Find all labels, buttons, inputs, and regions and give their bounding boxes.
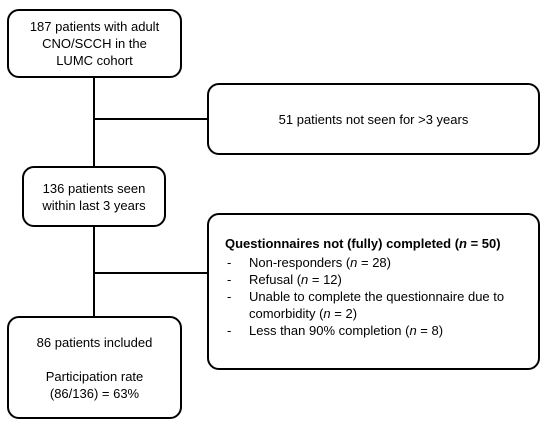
exclusion-reasons-list: Non-responders (n = 28) Refusal (n = 12)…	[225, 254, 526, 339]
not-seen-text: 51 patients not seen for >3 years	[278, 111, 469, 127]
excluded-title: Questionnaires not (fully) completed (n …	[225, 235, 526, 252]
seen-box: 136 patients seen within last 3 years	[22, 166, 166, 227]
seen-line-1: 136 patients seen	[42, 180, 146, 196]
excluded-title-post: = 50)	[466, 236, 501, 251]
cohort-line-1: 187 patients with adult	[29, 19, 160, 34]
reason-text: Non-responders (	[249, 255, 351, 270]
connector-to-not-seen	[94, 118, 208, 121]
not-seen-box: 51 patients not seen for >3 years	[207, 83, 540, 155]
excluded-title-pre: Questionnaires not (fully) completed (	[225, 236, 460, 251]
included-box: 86 patients included Participation rate …	[7, 316, 182, 419]
reason-n: n	[350, 255, 358, 270]
cohort-line-2: CNO/SCCH in the	[42, 36, 147, 51]
connector-to-excluded	[94, 272, 208, 275]
reason-text: Refusal (	[249, 272, 302, 287]
reason-n: n	[323, 306, 331, 321]
excluded-box: Questionnaires not (fully) completed (n …	[207, 213, 540, 370]
included-line-1: 86 patients included	[36, 334, 153, 350]
excluded-title-n: n	[459, 236, 467, 251]
reason-count: = 12)	[308, 272, 342, 287]
reason-count: = 8)	[416, 323, 444, 338]
reason-text: Less than 90% completion (	[249, 323, 410, 338]
exclusion-reason: Refusal (n = 12)	[225, 271, 526, 288]
exclusion-reason: Less than 90% completion (n = 8)	[225, 322, 526, 339]
reason-n: n	[301, 272, 309, 287]
seen-line-2: within last 3 years	[42, 197, 146, 213]
reason-n: n	[409, 323, 417, 338]
reason-count: = 28)	[357, 255, 391, 270]
exclusion-reason: Non-responders (n = 28)	[225, 254, 526, 271]
cohort-box: 187 patients with adult CNO/SCCH in the …	[7, 9, 182, 78]
reason-text: Unable to complete the questionnaire due…	[249, 289, 505, 321]
cohort-line-3: LUMC cohort	[56, 53, 133, 68]
included-line-2: Participation rate	[45, 368, 144, 384]
reason-count: = 2)	[330, 306, 358, 321]
included-line-3: (86/136) = 63%	[49, 385, 140, 401]
exclusion-reason: Unable to complete the questionnaire due…	[225, 288, 526, 322]
